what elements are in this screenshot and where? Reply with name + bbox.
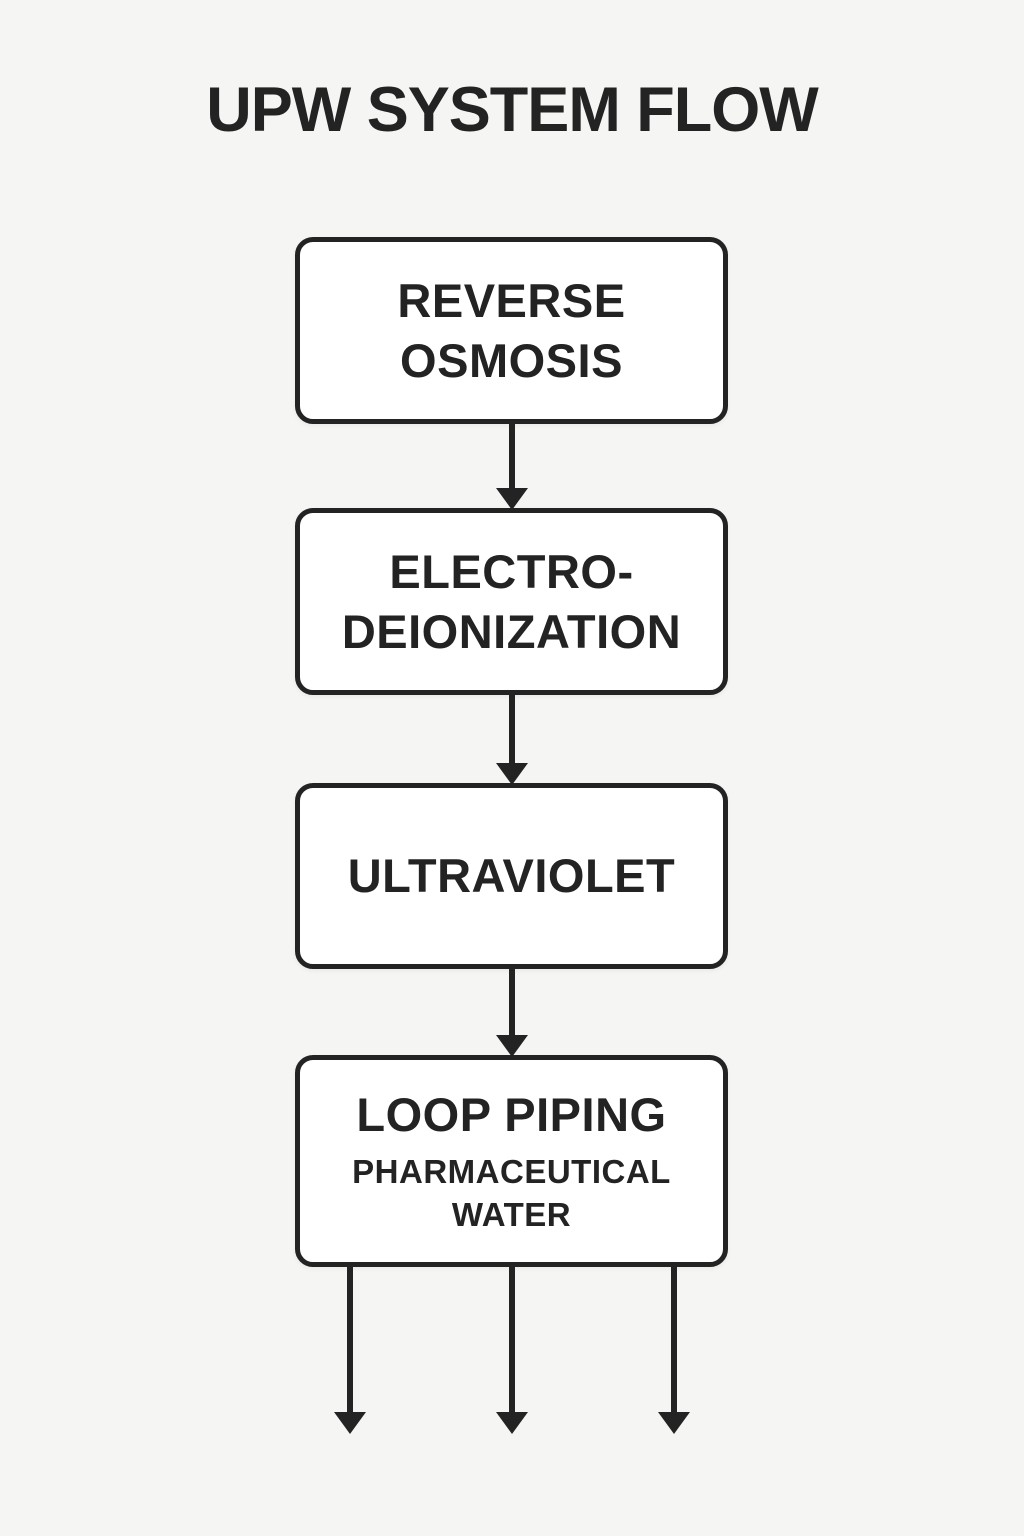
- node-label: ULTRAVIOLET: [347, 849, 676, 903]
- arrow-down-icon: [496, 1035, 528, 1057]
- node-loop-piping: LOOP PIPING PHARMACEUTICAL WATER: [295, 1055, 728, 1267]
- flow-arrow-uv-to-loop: [496, 968, 528, 1057]
- arrow-down-icon: [496, 488, 528, 510]
- node-sublabel: PHARMACEUTICAL WATER: [352, 1153, 671, 1234]
- node-label: REVERSE OSMOSIS: [397, 274, 626, 387]
- flow-arrow-ro-to-edi: [496, 422, 528, 510]
- output-arrow-center: [496, 1264, 528, 1434]
- arrow-line: [671, 1264, 677, 1416]
- arrow-down-icon: [496, 763, 528, 785]
- node-electro-deionization: ELECTRO- DEIONIZATION: [295, 508, 728, 695]
- output-arrow-left: [334, 1264, 366, 1434]
- arrow-line: [509, 1264, 515, 1416]
- arrow-down-icon: [334, 1412, 366, 1434]
- node-label: LOOP PIPING: [356, 1088, 667, 1141]
- arrow-down-icon: [496, 1412, 528, 1434]
- output-arrow-right: [658, 1264, 690, 1434]
- arrow-line: [347, 1264, 353, 1416]
- arrow-line: [509, 422, 515, 492]
- arrow-line: [509, 694, 515, 767]
- flow-arrow-edi-to-uv: [496, 694, 528, 785]
- page-title: UPW SYSTEM FLOW: [206, 75, 818, 145]
- arrow-down-icon: [658, 1412, 690, 1434]
- node-ultraviolet: ULTRAVIOLET: [295, 783, 728, 969]
- node-reverse-osmosis: REVERSE OSMOSIS: [295, 237, 728, 424]
- arrow-line: [509, 968, 515, 1039]
- node-label: ELECTRO- DEIONIZATION: [341, 545, 682, 658]
